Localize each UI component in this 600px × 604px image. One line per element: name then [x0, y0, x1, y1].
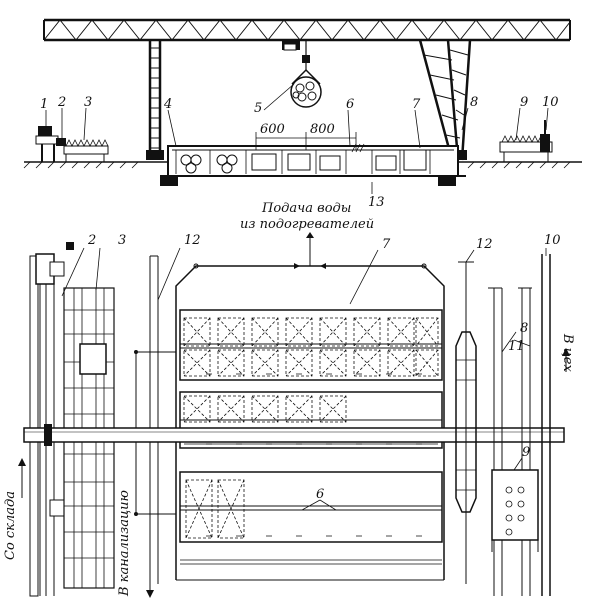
crane-right-leg	[418, 39, 472, 161]
label-1: 1	[40, 97, 48, 112]
plan-label-6: 6	[316, 487, 324, 502]
plan-label-2: 2	[87, 233, 96, 248]
water-supply: Подача воды из подогревателей	[193, 201, 427, 269]
caption-to-sewer: В канализацию	[117, 490, 132, 597]
unit-9	[491, 469, 539, 552]
label-10: 10	[542, 95, 559, 110]
plan-label-8: 8	[520, 321, 528, 336]
label-8: 8	[470, 95, 478, 110]
tank-elevation	[160, 143, 466, 186]
water-caption-line1: Подача воды	[261, 201, 351, 216]
tank-row-3	[179, 471, 443, 565]
plan-label-11: 11	[508, 339, 525, 354]
plan-label-10: 10	[544, 233, 561, 248]
plan-label-12-left: 12	[184, 233, 201, 248]
main-beam	[23, 424, 565, 446]
dimension-lines: 600 800	[255, 122, 357, 150]
label-4: 4	[163, 97, 172, 112]
elevation-leaders	[45, 83, 549, 194]
plan-label-9: 9	[522, 445, 530, 460]
plan-label-3: 3	[118, 233, 126, 248]
tank-row-2	[179, 391, 443, 449]
crane-left-leg	[146, 40, 164, 160]
label-13: 13	[368, 195, 385, 210]
plan-label-12-right: 12	[476, 237, 493, 252]
plan-labels: 2 3 12 7 12 10 8 11 9 6	[87, 233, 561, 502]
pipes-right	[488, 254, 551, 596]
elevation-view: 600 800 1 2 3 4 5 6 7 8 9 10 13	[23, 18, 582, 210]
label-7: 7	[412, 97, 421, 112]
conveyor-left	[29, 242, 74, 597]
hoist-grab	[282, 40, 322, 108]
label-2: 2	[57, 95, 66, 110]
side-captions: Со склада В канализацию В цех	[3, 333, 575, 597]
label-9: 9	[520, 95, 528, 110]
tank-baskets	[180, 149, 427, 174]
tank-plan	[175, 265, 445, 581]
tower-8	[455, 261, 477, 584]
plan-label-7: 7	[382, 237, 391, 252]
water-caption-line2: из подогревателей	[240, 217, 374, 232]
pipe-left	[134, 255, 176, 598]
label-3: 3	[84, 95, 92, 110]
plan-leaders	[61, 247, 547, 511]
caption-from-warehouse: Со склада	[3, 491, 18, 560]
label-6: 6	[346, 97, 354, 112]
plan-view: Подача воды из подогревателей	[3, 201, 575, 598]
elevation-labels: 1 2 3 4 5 6 7 8 9 10 13	[40, 95, 559, 210]
dim-800: 800	[310, 122, 335, 137]
tank-row-1	[179, 309, 443, 381]
label-5: 5	[254, 101, 262, 116]
equipment-9-10	[499, 120, 553, 162]
dim-600: 600	[260, 122, 285, 137]
gantry-crane-truss	[43, 18, 571, 42]
equipment-1-2	[35, 126, 109, 162]
